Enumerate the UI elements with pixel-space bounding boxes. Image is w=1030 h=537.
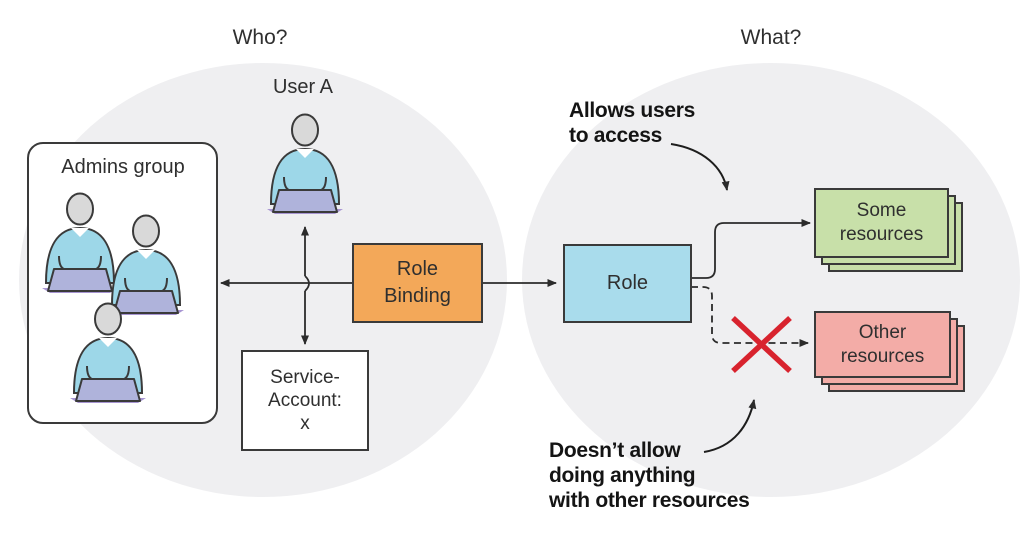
other-resources-label: Other resources [840,321,925,367]
denies-annotation-arrow [703,399,757,453]
service-account-label: Service- Account: x [268,367,342,434]
some-resources-label: Some resources [839,200,924,245]
other-resources-stack [814,311,965,392]
line-hop [304,275,310,292]
role-binding-box [352,243,483,323]
admins-group-label: Admins group [61,156,185,178]
role-label: Role [606,272,649,294]
what-title: What? [740,26,802,49]
role-to-other-resources-dashed-arrow [691,286,809,347]
other-resources-box [814,311,951,378]
some-resources-box [814,188,949,258]
role-binding-label: Role Binding [384,258,451,307]
who-title: Who? [232,26,288,49]
denied-x-icon [731,315,792,374]
some-resources-stack [814,188,963,272]
user-a-label: User A [272,76,334,98]
allows-annotation: Allows users to access [569,99,695,147]
role-to-some-resources-arrow [691,219,811,279]
role-box [563,244,692,323]
denies-annotation: Doesn’t allow doing anything with other … [549,439,750,512]
allows-annotation-arrow [670,143,730,191]
service-account-box [241,350,369,451]
